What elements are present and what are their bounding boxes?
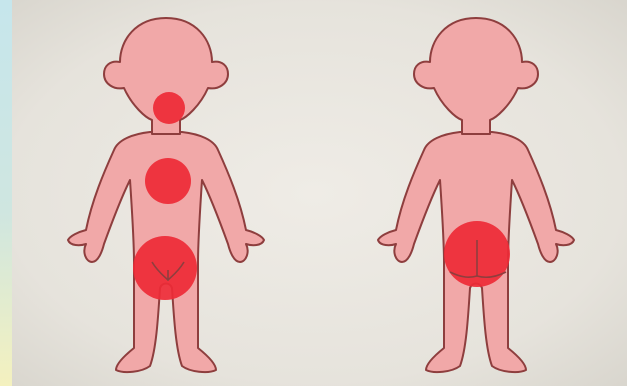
back-head	[414, 18, 538, 134]
